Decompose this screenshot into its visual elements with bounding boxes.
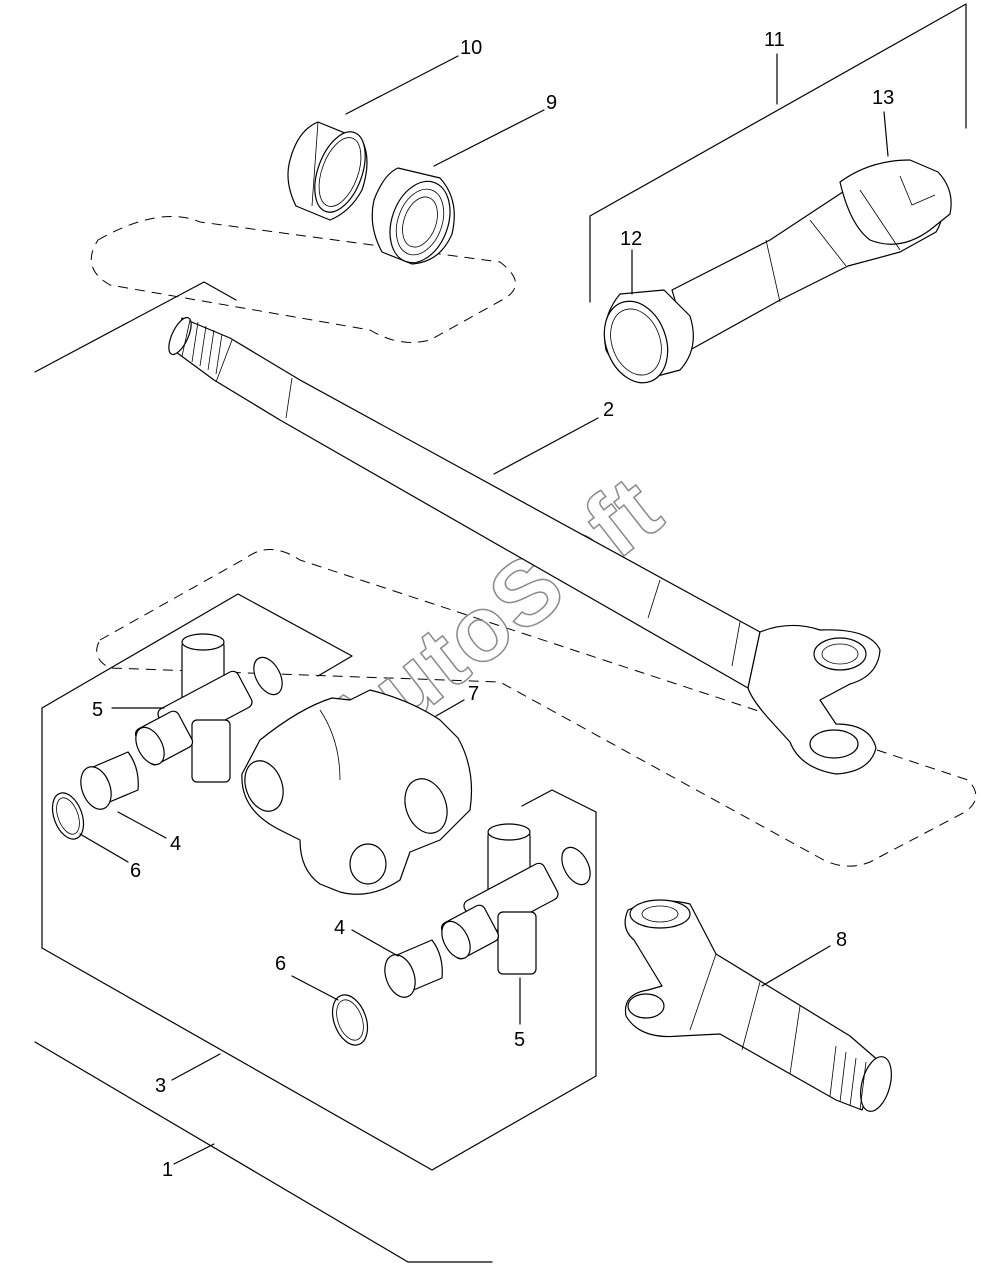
- dashed-outline-bearing-group: [90, 216, 516, 343]
- dashed-outline-joint-group: [96, 549, 977, 867]
- callout-4b: 4: [334, 917, 345, 939]
- callout-6b: 6: [275, 953, 286, 975]
- part-12-seal: [603, 289, 694, 384]
- callout-13: 13: [872, 87, 894, 109]
- bracket-3-bottom: [41, 789, 597, 1171]
- leader-lines: [79, 53, 889, 1165]
- callout-7: 7: [468, 683, 479, 705]
- callout-5b: 5: [514, 1029, 525, 1051]
- bracket-11: [589, 3, 967, 303]
- part-8-outer-axle: [624, 899, 892, 1112]
- callout-9: 9: [546, 92, 557, 114]
- part-9-bearing: [371, 167, 455, 265]
- shaft-splines: [181, 319, 223, 375]
- callout-6a: 6: [130, 860, 141, 882]
- callout-5a: 5: [92, 699, 103, 721]
- callout-1: 1: [162, 1159, 173, 1181]
- dashed-groups: [90, 216, 977, 867]
- part-10-bushing: [287, 121, 368, 221]
- part-6-snap-ring-upper: [51, 792, 85, 840]
- callout-labels: 10 9 11 13 12 2 7 5 4 6 4 6 5 8 3 1: [92, 29, 894, 1181]
- assembly-brackets: [34, 3, 967, 1263]
- part-4-cap-upper: [80, 751, 139, 810]
- part-6-snap-ring-lower: [331, 994, 369, 1046]
- callout-10: 10: [460, 37, 482, 59]
- part-5-cross-upper: [134, 633, 283, 783]
- bracket-1: [34, 281, 237, 373]
- part-2-axle-shaft: [168, 316, 881, 775]
- outer-axle-splines: [829, 1045, 867, 1111]
- callout-8: 8: [836, 929, 847, 951]
- bracket-3: [41, 593, 353, 949]
- part-5-cross-lower: [440, 823, 591, 975]
- callout-2: 2: [603, 399, 614, 421]
- callout-3: 3: [155, 1075, 166, 1097]
- callout-4a: 4: [170, 833, 181, 855]
- bracket-1-bottom: [34, 1041, 493, 1263]
- part-11-seal-sleeve: [671, 159, 952, 351]
- callout-12: 12: [620, 228, 642, 250]
- part-7-center-yoke: [241, 689, 473, 895]
- callout-11: 11: [764, 29, 785, 51]
- part-4-cap-lower: [384, 939, 443, 998]
